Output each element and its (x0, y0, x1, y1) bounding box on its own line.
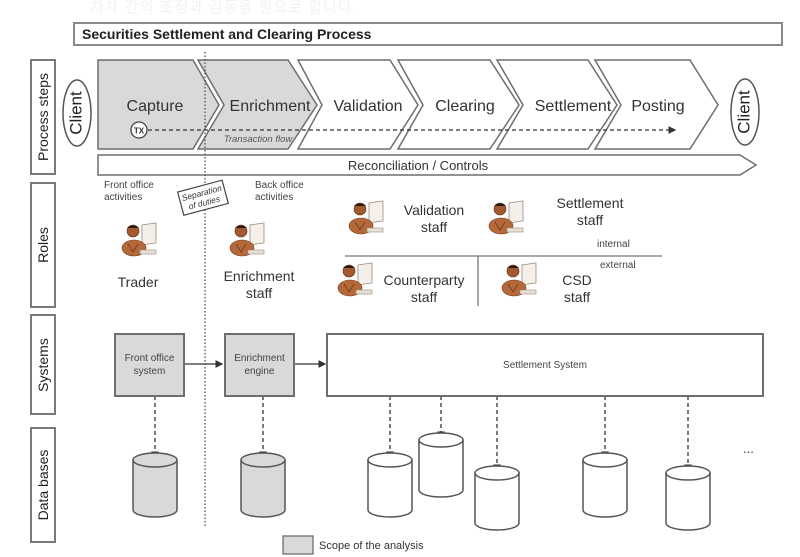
step-label-validation: Validation (333, 98, 402, 115)
front-office-label-2: activities (104, 192, 143, 203)
faint-header-text: 차차 간의 조정과 감동을 필요로 합니다. (90, 0, 358, 16)
settlement-system: Settlement System (326, 333, 764, 397)
row-label-systems: Systems (30, 314, 56, 415)
role-enrichment-staff: Enrichment staff (214, 268, 304, 302)
reconciliation-arrow (97, 154, 758, 176)
step-label-capture: Capture (127, 98, 184, 115)
step-settlement (495, 59, 618, 150)
client-right-label: Client (734, 90, 753, 134)
tx-badge: TX (130, 121, 148, 139)
step-label-posting: Posting (631, 98, 684, 115)
step-clearing (396, 59, 520, 150)
database-cylinder (582, 452, 628, 518)
more-databases-ellipsis: ... (743, 441, 754, 456)
role-label: staff (410, 289, 438, 305)
person-icon-trader (121, 222, 157, 257)
person-icon-enrichment-staff (229, 222, 265, 257)
system-label: Settlement System (503, 359, 587, 371)
database-cylinder (418, 432, 464, 498)
role-trader: Trader (108, 274, 168, 291)
person-icon-counterparty-staff (337, 262, 373, 297)
role-counterparty-staff: Counterparty staff (374, 272, 474, 306)
system-label: Front office (124, 353, 175, 364)
enrichment-engine: Enrichment engine (224, 333, 295, 397)
person-icon-settlement-staff (488, 200, 524, 235)
transaction-flow-label: Transaction flow (224, 134, 294, 145)
back-office-activities: Back office activities (255, 180, 304, 204)
external-label: external (600, 260, 636, 271)
legend-swatch (282, 535, 314, 555)
role-label: CSD (562, 272, 592, 288)
system-label: Enrichment (234, 353, 285, 364)
people-group (121, 200, 537, 297)
role-label: Enrichment (223, 268, 295, 284)
role-label: staff (245, 285, 273, 301)
person-icon-validation-staff (348, 200, 384, 235)
role-label: staff (420, 219, 448, 235)
front-office-system: Front office system (114, 333, 185, 397)
row-label-roles: Roles (30, 182, 56, 308)
step-posting (593, 59, 719, 150)
database-cylinder (474, 465, 520, 531)
role-settlement-staff: Settlement staff (545, 195, 635, 229)
client-right: Client (730, 78, 760, 146)
role-label: staff (563, 289, 591, 305)
database-cylinder (132, 452, 178, 518)
role-trader-label: Trader (117, 274, 159, 290)
system-label: system (133, 366, 166, 377)
step-validation (296, 59, 419, 150)
step-label-clearing: Clearing (435, 98, 495, 115)
step-capture (97, 59, 220, 150)
role-label: Settlement (556, 195, 624, 211)
step-label-settlement: Settlement (535, 98, 612, 115)
front-office-activities: Front office activities (104, 180, 154, 204)
back-office-label-1: Back office (255, 180, 304, 191)
separation-of-duties-tag: Separation of duties (176, 179, 230, 217)
front-office-label-1: Front office (104, 180, 154, 191)
db-connectors (151, 396, 692, 473)
role-csd-staff: CSD staff (545, 272, 609, 306)
database-cylinder (367, 452, 413, 518)
row-label-process-steps: Process steps (30, 59, 56, 175)
client-left: Client (62, 79, 92, 147)
step-enrichment (196, 59, 318, 150)
database-cylinder (665, 465, 711, 531)
row-label-databases: Data bases (30, 427, 56, 543)
role-label: Validation (403, 202, 465, 218)
client-left-label: Client (66, 91, 85, 135)
tx-badge-label: TX (134, 127, 145, 136)
back-office-label-2: activities (255, 192, 294, 203)
databases-group (132, 432, 711, 531)
legend-label: Scope of the analysis (319, 540, 424, 552)
role-label: Counterparty (383, 272, 465, 288)
step-label-enrichment: Enrichment (230, 98, 311, 115)
role-label: staff (576, 212, 604, 228)
system-label: engine (244, 366, 275, 377)
database-cylinder (240, 452, 286, 518)
person-icon-csd-staff (501, 262, 537, 297)
internal-label: internal (597, 239, 630, 250)
reconciliation-label: Reconciliation / Controls (348, 158, 489, 173)
role-validation-staff: Validation staff (392, 202, 476, 236)
diagram-title: Securities Settlement and Clearing Proce… (82, 26, 372, 42)
title-box (73, 22, 783, 46)
